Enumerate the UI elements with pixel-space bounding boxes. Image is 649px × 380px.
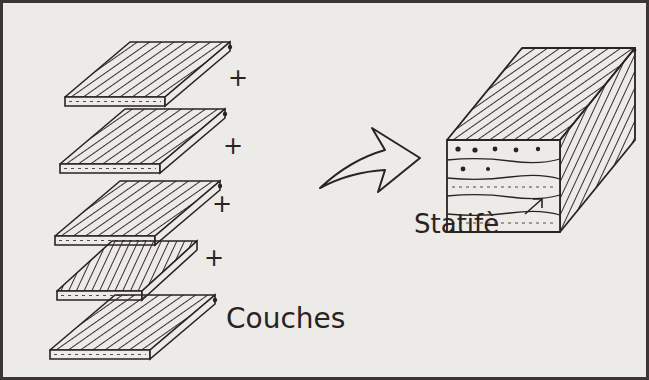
leader-arrow (525, 199, 542, 214)
layer-slab (65, 42, 232, 106)
plus-sign: + (212, 191, 232, 217)
process-arrow (320, 128, 420, 192)
layers-label: Couches (226, 304, 345, 335)
plus-sign: + (228, 65, 248, 91)
stratified-block (447, 48, 636, 232)
layer-slab (57, 241, 197, 300)
stratified-label: Statifè (414, 210, 499, 239)
layer-slab (50, 295, 217, 359)
layer-slab (60, 109, 227, 173)
plus-sign: + (223, 133, 243, 159)
plus-sign: + (204, 245, 224, 271)
layer-slab (55, 181, 222, 245)
